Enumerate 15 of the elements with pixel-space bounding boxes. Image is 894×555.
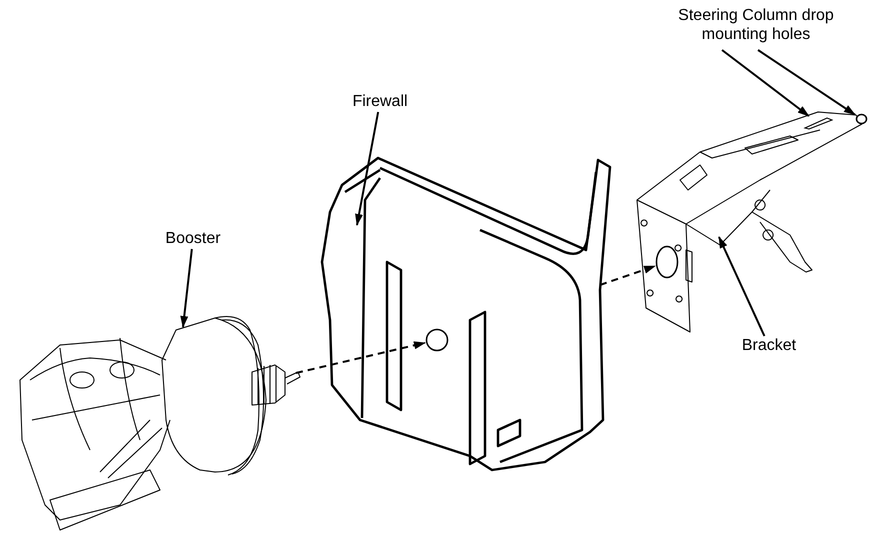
leader-line bbox=[180, 248, 193, 328]
callout-label: Steering Column drop mounting holes bbox=[677, 6, 835, 44]
mounting-hole bbox=[425, 328, 449, 352]
mounting-slot bbox=[803, 116, 833, 130]
callout-label: Booster bbox=[164, 229, 222, 248]
alignment-arrow bbox=[600, 265, 656, 286]
mounting-hole bbox=[855, 113, 868, 125]
leader-line bbox=[721, 49, 810, 117]
leader-line bbox=[718, 236, 766, 336]
leader-line bbox=[757, 49, 856, 116]
callout-label: Firewall bbox=[351, 92, 409, 111]
alignment-arrow bbox=[296, 341, 426, 374]
callout-label: Bracket bbox=[740, 336, 798, 355]
leader-line bbox=[355, 112, 380, 226]
mounting-hole bbox=[655, 245, 679, 279]
